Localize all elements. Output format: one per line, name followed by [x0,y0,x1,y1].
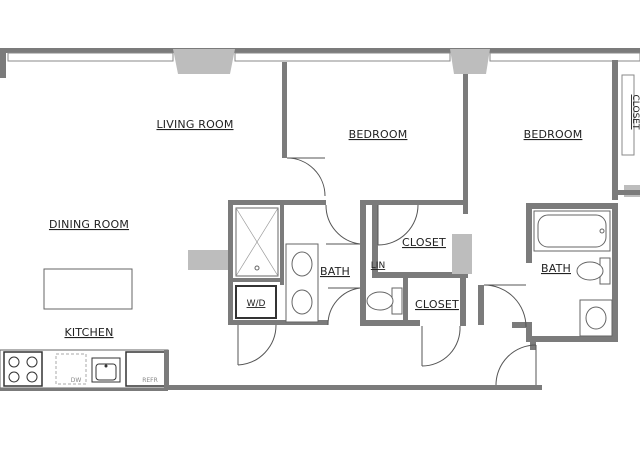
bedroom-1-door[interactable] [286,157,326,197]
stove [3,351,43,387]
washer-dryer-label: W/D [247,299,266,309]
bath-1-toilet [366,287,403,315]
bath-2-toilet [576,257,611,285]
bath-1-label: BATH [320,265,350,278]
closet-2-label: CLOSET [415,298,459,311]
closet-1-label: CLOSET [402,236,446,249]
kitchen-island [43,268,133,310]
wall-bedrooms [463,74,468,214]
bath-2-door[interactable] [483,284,527,328]
living-room-label: LIVING ROOM [156,118,233,131]
exterior-right-wall [612,60,640,200]
linen-label: LIN [371,261,385,271]
wall-living-bedroom [282,62,287,158]
exterior-top-wall [0,48,640,78]
bath-2-sink [579,299,613,337]
refrigerator-label: REFR [142,377,158,384]
bedroom-2-door[interactable] [495,344,537,386]
closet-1-door[interactable] [377,204,419,246]
bath-1-door[interactable] [325,204,361,245]
bath-1-shower [235,207,279,277]
closet-2-door[interactable] [421,325,461,367]
kitchen-label: KITCHEN [64,326,113,339]
laundry-door[interactable] [237,324,277,366]
bedroom-2-label: BEDROOM [524,128,583,141]
bath-2-label: BATH [541,262,571,275]
dishwasher-label: DW [71,377,82,384]
dining-column [188,250,228,270]
kitchen-sink [91,357,121,383]
exterior-bottom-wall [168,385,542,390]
kitchen-bottom-wall [0,388,168,391]
refrigerator: REFR [125,351,167,387]
washer-dryer: W/D [235,285,277,319]
kitchen-counter: DW REFR [0,349,169,390]
bedroom-1-label: BEDROOM [349,128,408,141]
hall-door[interactable] [327,287,361,326]
bath-2-walls [478,203,618,350]
bath-2-tub [533,210,611,252]
dishwasher: DW [55,353,87,385]
dining-room-label: DINING ROOM [49,218,129,231]
closet-3-label: CLOSET [630,95,640,130]
bath-1-vanity [285,243,319,323]
core-walls [228,200,472,326]
